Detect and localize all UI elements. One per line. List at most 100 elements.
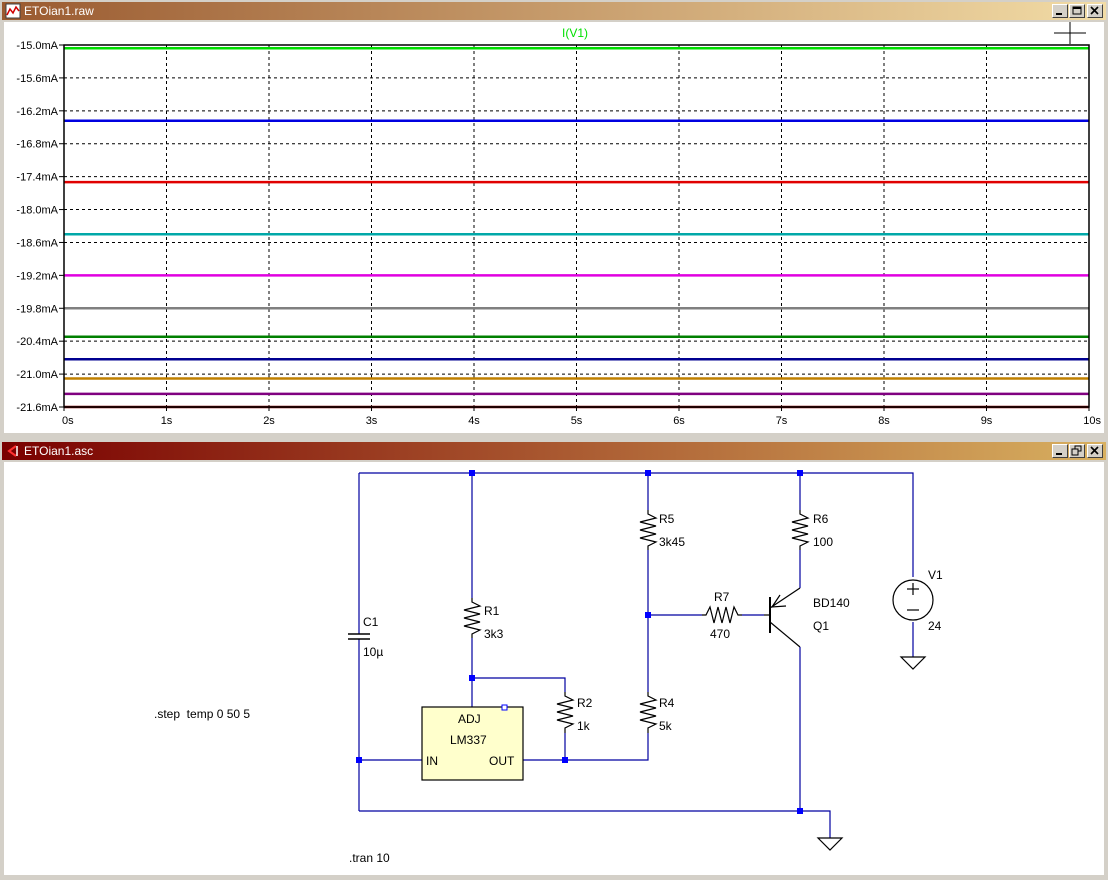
waveform-window-title: ETOian1.raw — [24, 4, 94, 18]
step-directive[interactable]: .step temp 0 50 5 — [154, 707, 250, 721]
resistor-r5[interactable] — [639, 510, 658, 550]
y-tick-label: -19.2mA — [16, 270, 58, 282]
x-tick-label: 6s — [673, 415, 685, 427]
tran-directive[interactable]: .tran 10 — [349, 851, 390, 865]
minimize-button[interactable] — [1052, 4, 1068, 18]
junction — [469, 470, 475, 476]
lm337-out-pin: OUT — [489, 754, 515, 768]
ground-symbol-v1 — [899, 656, 927, 670]
y-tick-label: -18.0mA — [16, 205, 58, 217]
schematic-window-frame — [0, 440, 1108, 877]
junction — [645, 612, 651, 618]
r1-name: R1 — [484, 604, 500, 618]
junction — [645, 470, 651, 476]
waveform-window-frame — [0, 0, 1108, 437]
r6-name: R6 — [813, 512, 829, 526]
junction — [469, 675, 475, 681]
close-button[interactable] — [1087, 4, 1103, 18]
voltage-source-v1[interactable] — [892, 579, 934, 621]
schematic-titlebar[interactable]: ETOian1.asc — [2, 442, 1106, 460]
waveform-titlebar[interactable]: ETOian1.raw — [2, 2, 1106, 20]
v1-value: 24 — [928, 619, 942, 633]
junction — [797, 470, 803, 476]
y-tick-label: -20.4mA — [16, 336, 58, 348]
x-tick-label: 9s — [981, 415, 993, 427]
trace-label[interactable]: I(V1) — [562, 26, 588, 40]
waveform-plot-area[interactable]: -15.0mA -15.6mA -16.2mA -16.8mA -17.4mA -18.0… — [4, 22, 1104, 433]
x-tick-label: 4s — [468, 415, 480, 427]
resistor-r2[interactable] — [556, 692, 575, 733]
maximize-icon — [1072, 6, 1082, 15]
r2-value: 1k — [577, 719, 591, 733]
x-tick-label: 0s — [62, 415, 74, 427]
wire-top-rail[interactable] — [359, 472, 914, 577]
x-tick-label: 5s — [571, 415, 583, 427]
wire-out[interactable] — [523, 733, 649, 761]
c1-name: C1 — [363, 615, 379, 629]
minimize-button[interactable] — [1052, 444, 1068, 458]
close-icon — [1090, 6, 1099, 15]
restore-icon — [1071, 445, 1082, 456]
y-tick-label: -21.0mA — [16, 369, 58, 381]
x-tick-label: 3s — [366, 415, 378, 427]
transistor-q1[interactable] — [764, 587, 801, 648]
resistor-r4[interactable] — [639, 692, 658, 733]
y-tick-label: -15.6mA — [16, 73, 58, 85]
y-tick-label: -21.6mA — [16, 402, 58, 414]
lm337-name: LM337 — [450, 733, 487, 747]
y-tick-label: -17.4mA — [16, 172, 58, 184]
waveform-window: ETOian1.raw -15.0mA -15.6mA -16.2mA -16.8mA… — [0, 0, 1108, 437]
x-tick-label: 8s — [878, 415, 890, 427]
capacitor-c1[interactable] — [348, 633, 370, 640]
resistor-r6[interactable] — [791, 510, 810, 550]
minimize-icon — [1056, 453, 1062, 455]
junction — [797, 808, 803, 814]
y-tick-label: -16.2mA — [16, 106, 58, 118]
r4-name: R4 — [659, 696, 675, 710]
r1-value: 3k3 — [484, 627, 504, 641]
restore-button[interactable] — [1069, 444, 1085, 458]
close-icon — [1090, 446, 1099, 455]
wire-adj-r2[interactable] — [472, 677, 566, 692]
y-tick-label: -19.8mA — [16, 303, 58, 315]
junction — [356, 757, 362, 763]
x-tick-label: 2s — [263, 415, 275, 427]
waveform-window-icon — [5, 3, 21, 19]
y-tick-label: -18.6mA — [16, 237, 58, 249]
v1-name: V1 — [928, 568, 943, 582]
r2-name: R2 — [577, 696, 593, 710]
close-button[interactable] — [1087, 444, 1103, 458]
schematic-canvas[interactable]: C1 10µ R1 3k3 R2 1k R4 5k R5 3k45 R6 100 — [4, 462, 1104, 875]
r4-value: 5k — [659, 719, 673, 733]
schematic-drawing[interactable]: C1 10µ R1 3k3 R2 1k R4 5k R5 3k45 R6 100 — [4, 462, 1104, 875]
r7-name: R7 — [714, 590, 730, 604]
resistor-r1[interactable] — [463, 598, 482, 638]
c1-value: 10µ — [363, 645, 383, 659]
plot-border — [63, 44, 1090, 408]
x-tick-label: 10s — [1083, 415, 1101, 427]
junction — [562, 757, 568, 763]
q1-name: Q1 — [813, 619, 829, 633]
r7-value: 470 — [710, 627, 730, 641]
y-tick-label: -15.0mA — [16, 40, 58, 52]
junctions — [356, 470, 803, 814]
wires — [358, 472, 914, 838]
schematic-window-title: ETOian1.asc — [24, 444, 94, 458]
waveform-plot[interactable]: -15.0mA -15.6mA -16.2mA -16.8mA -17.4mA -18.0… — [4, 22, 1104, 433]
x-tick-label: 1s — [161, 415, 173, 427]
lm337-in-pin: IN — [426, 754, 438, 768]
lm337-adj-pin: ADJ — [458, 712, 481, 726]
schematic-window: ETOian1.asc — [0, 440, 1108, 877]
q1-model: BD140 — [813, 596, 850, 610]
resistor-r7[interactable] — [702, 605, 742, 624]
r5-name: R5 — [659, 512, 675, 526]
regulator-lm337[interactable] — [421, 704, 524, 781]
cursor-crosshair-icon — [1054, 22, 1086, 44]
r6-value: 100 — [813, 535, 833, 549]
wire-bottom-rail[interactable] — [359, 810, 831, 838]
x-tick-label: 7s — [776, 415, 788, 427]
schematic-window-icon — [7, 445, 18, 457]
y-tick-label: -16.8mA — [16, 139, 58, 151]
r5-value: 3k45 — [659, 535, 685, 549]
maximize-button[interactable] — [1069, 4, 1085, 18]
